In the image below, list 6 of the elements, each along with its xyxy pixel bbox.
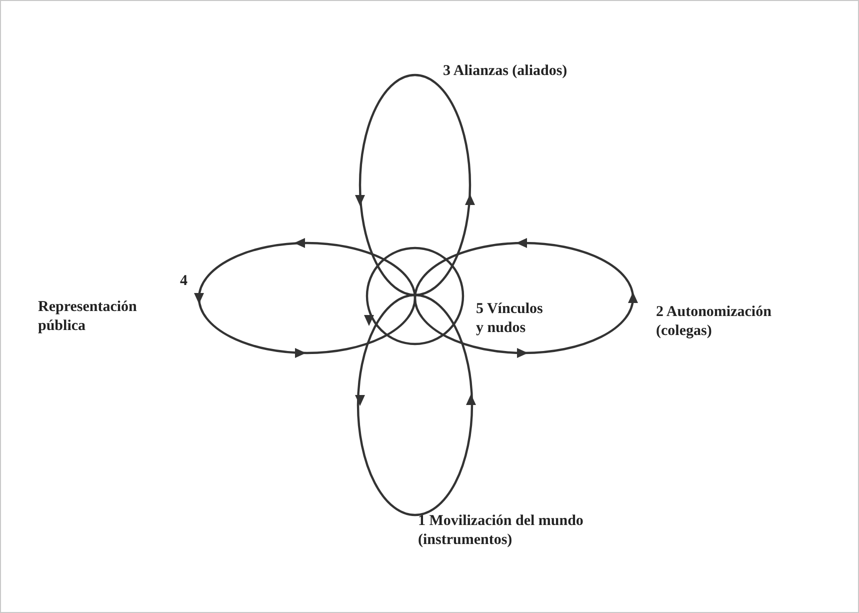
loop-label: 3 Alianzas (aliados) <box>443 62 568 81</box>
loop-number: 4 <box>180 272 188 291</box>
loop-label: Representación pública <box>38 298 138 336</box>
center-label: 5 Vínculos y nudos <box>476 300 544 338</box>
loop-label: 1 Movilización del mundo (instrumentos) <box>418 512 584 550</box>
loop-label: 2 Autonomización (colegas) <box>656 303 772 341</box>
